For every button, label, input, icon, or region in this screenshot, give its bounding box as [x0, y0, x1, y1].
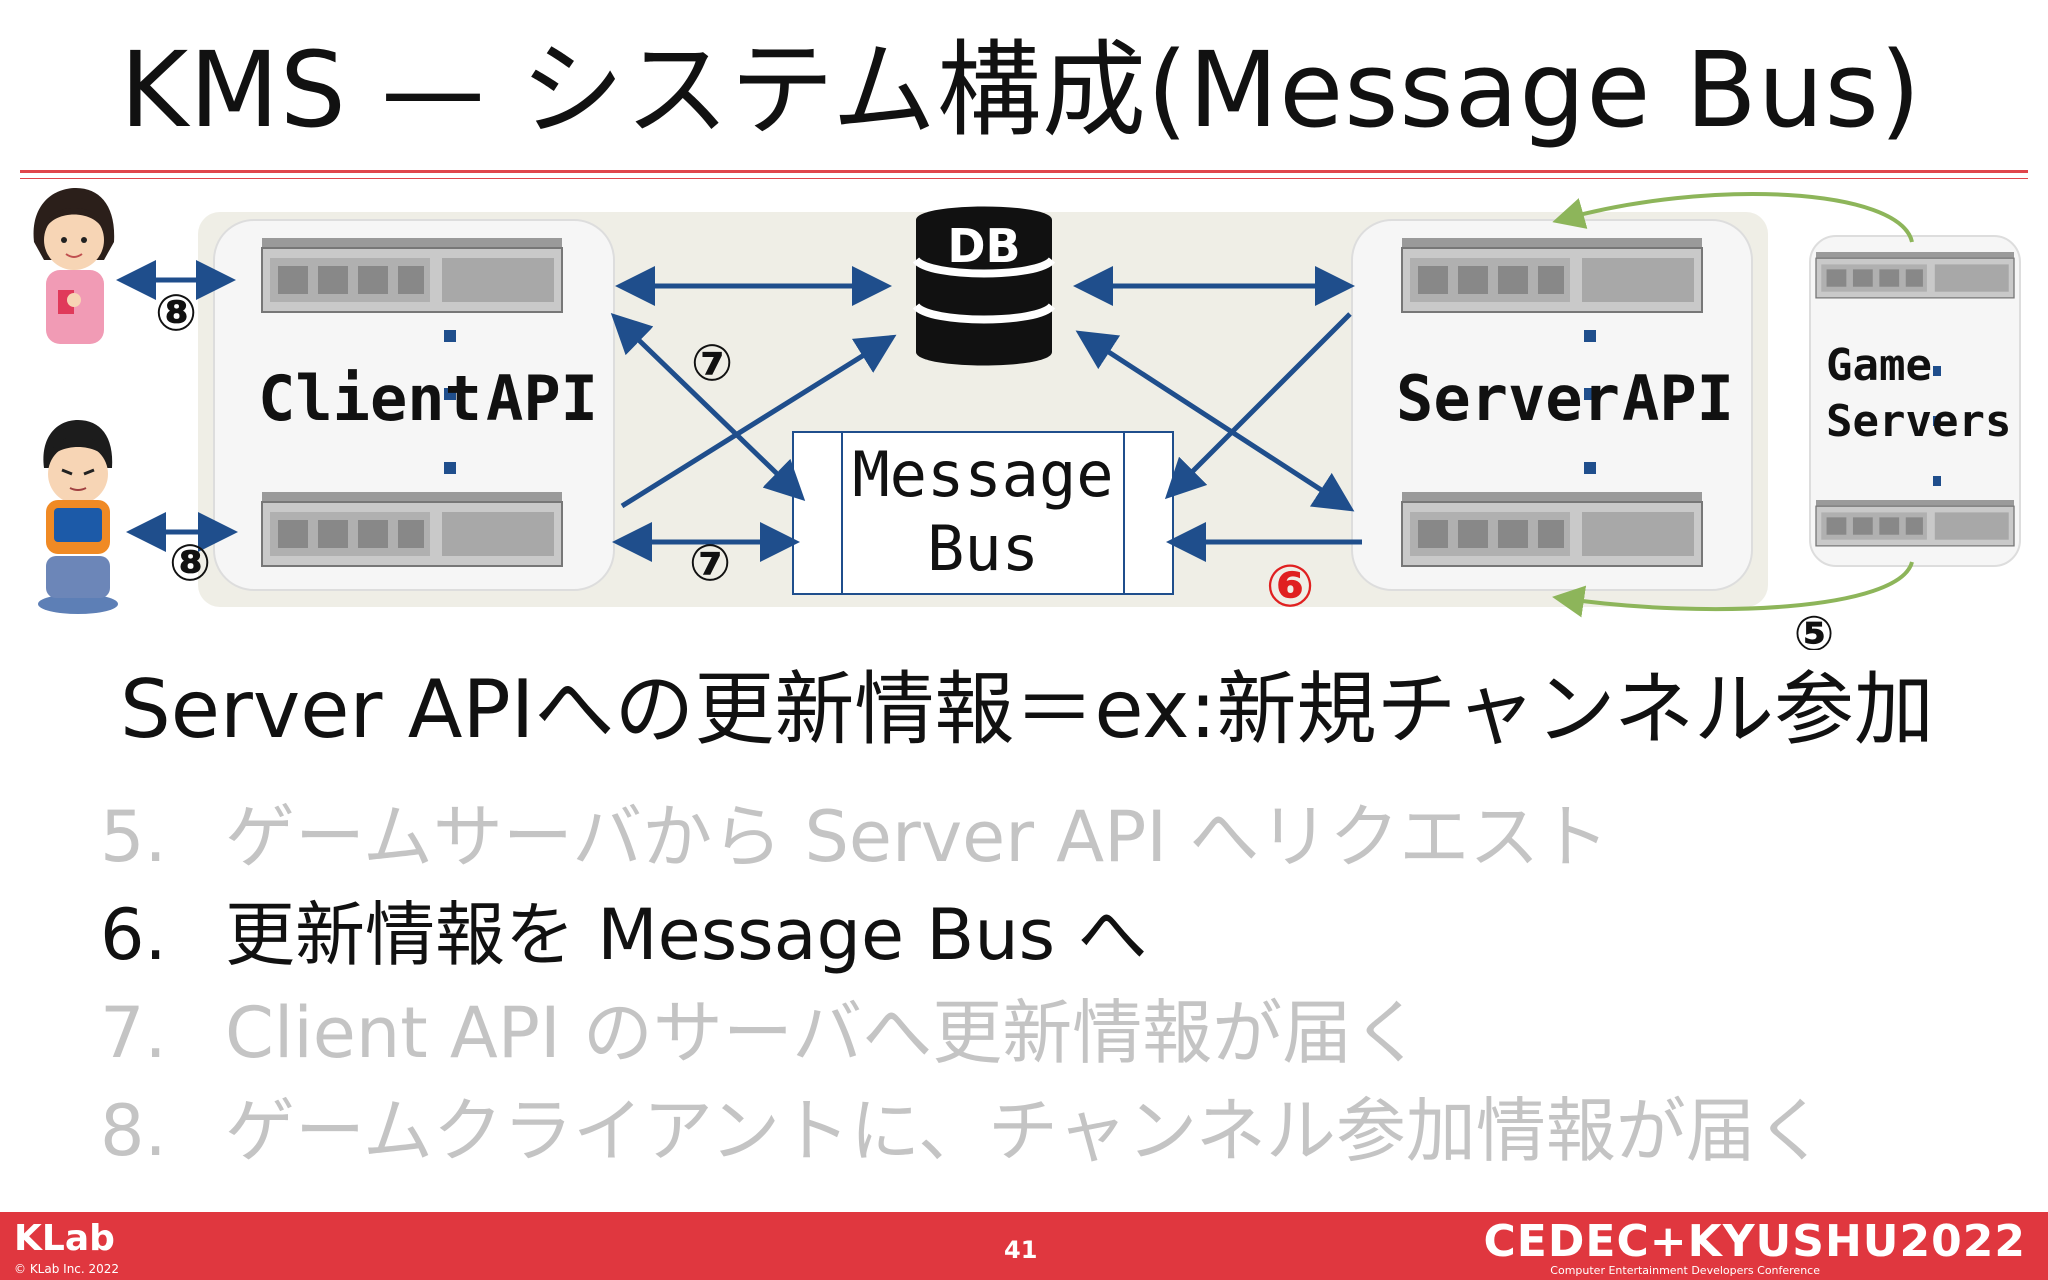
event-subtitle: Computer Entertainment Developers Confer… [1550, 1264, 1820, 1277]
flow-arrows [116, 260, 1362, 562]
game-servers-box [1809, 235, 2021, 567]
step-number: 8. [100, 1090, 167, 1172]
step-number: 5. [100, 796, 167, 878]
step-7: 7. Client API のサーバへ更新情報が届く [100, 984, 1826, 1082]
step-7-marker-bottom: ⑦ [689, 534, 731, 592]
step-7-marker-top: ⑦ [691, 334, 733, 392]
step-8-marker-bottom: ⑧ [169, 534, 211, 592]
klab-logo: KLab [14, 1218, 115, 1259]
step-list: 5. ゲームサーバから Server API へリクエスト 6. 更新情報を M… [100, 788, 1826, 1180]
bus-label-1: Message [852, 438, 1113, 511]
step-5: 5. ゲームサーバから Server API へリクエスト [100, 788, 1826, 886]
bus-label-2: Bus [927, 512, 1039, 585]
game-label: Game [1826, 340, 1932, 391]
boy-user-icon [38, 420, 118, 614]
diagram-subtitle: Server APIへの更新情報＝ex:新規チャンネル参加 [120, 663, 1935, 756]
step-6-marker: ⑥ [1265, 552, 1314, 620]
step-text: 更新情報を Message Bus へ [225, 894, 1148, 976]
step-8-marker-top: ⑧ [155, 284, 197, 342]
client-api-label: API [486, 362, 598, 435]
page-number: 41 [1004, 1236, 1038, 1264]
copyright: © KLab Inc. 2022 [14, 1262, 120, 1276]
db-label: DB [947, 219, 1020, 273]
slide-title: KMS — システム構成(Message Bus) [120, 29, 1922, 151]
client-label: Client [258, 362, 482, 435]
game-server-arrows [1552, 192, 1914, 618]
server-api-box [1351, 219, 1753, 591]
system-diagram: Client API Server API Game Servers DB Me… [33, 188, 2021, 650]
step-6-current: 6. 更新情報を Message Bus へ [100, 886, 1826, 984]
step-text: Client API のサーバへ更新情報が届く [225, 992, 1423, 1074]
server-api-label: API [1622, 362, 1734, 435]
step-text: ゲームクライアントに、チャンネル参加情報が届く [225, 1090, 1826, 1172]
girl-user-icon [33, 188, 115, 344]
footer-bar: KLab © KLab Inc. 2022 41 CEDEC+KYUSHU202… [0, 1212, 2048, 1280]
game-servers-label: Servers [1826, 396, 2011, 447]
server-label: Server [1396, 362, 1620, 435]
step-8: 8. ゲームクライアントに、チャンネル参加情報が届く [100, 1082, 1826, 1180]
title-rule [20, 170, 2028, 173]
step-5-marker: ⑤ [1794, 606, 1835, 650]
step-text: ゲームサーバから Server API へリクエスト [225, 796, 1610, 878]
database-icon [912, 206, 1056, 366]
step-number: 7. [100, 992, 167, 1074]
title-rule-thin [20, 178, 2028, 179]
event-logo: CEDEC+KYUSHU2022 [1483, 1216, 2026, 1267]
step-number: 6. [100, 894, 167, 976]
